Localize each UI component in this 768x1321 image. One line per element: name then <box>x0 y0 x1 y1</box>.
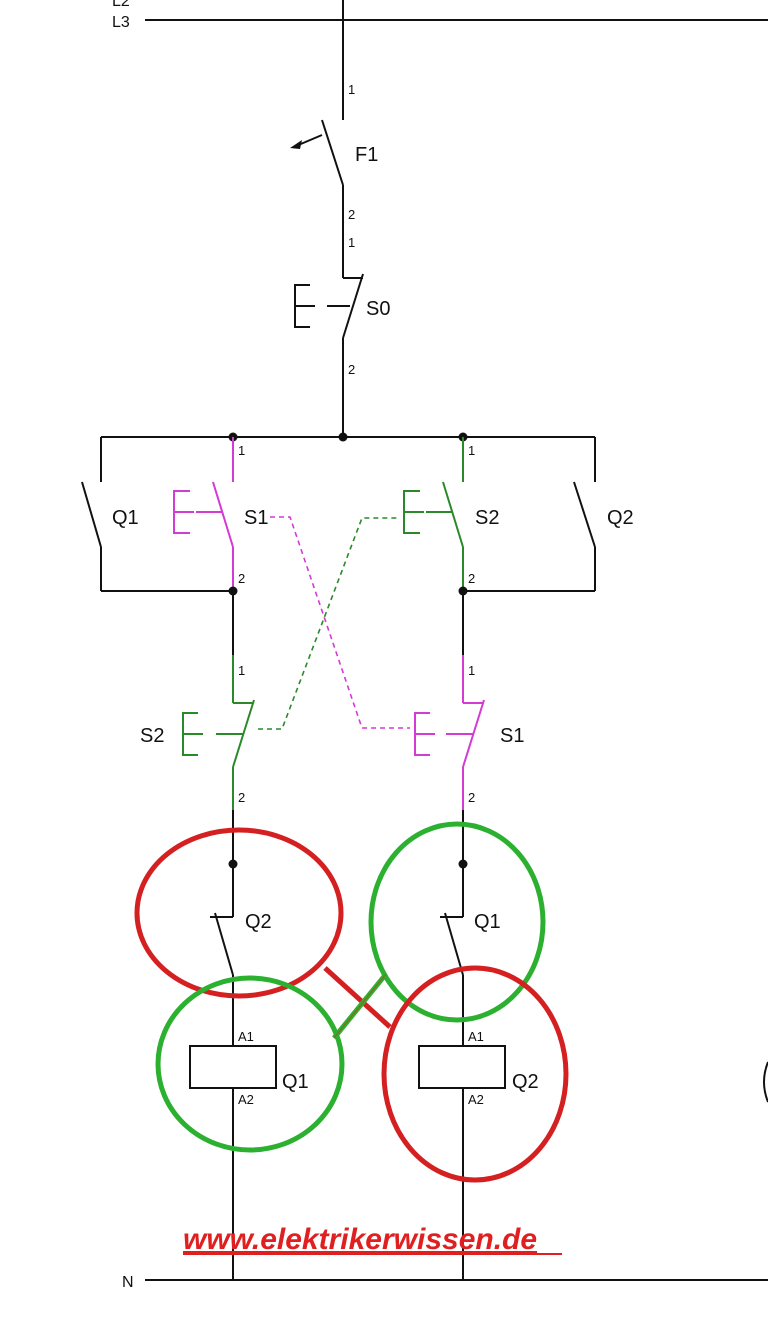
right-hold-contact-label: Q2 <box>607 507 634 529</box>
distribution-bus <box>101 432 595 442</box>
right-coil-q2: A1 A2 Q2 <box>418 1029 539 1280</box>
red-ring-connector <box>323 966 392 1029</box>
left-s1-pin-top: 1 <box>238 443 245 458</box>
left-hold-contact-label: Q1 <box>112 507 139 529</box>
highlight-ring-right-aux <box>368 821 546 1023</box>
right-aux-contact-label: Q1 <box>474 911 501 933</box>
highlight-ring-right-coil <box>381 965 569 1183</box>
left-aux-contact-label: Q2 <box>245 911 272 933</box>
right-aux-contact-q1: Q1 <box>440 810 501 1046</box>
edge-fragment <box>763 1061 768 1103</box>
right-hold-contact-q2: Q2 <box>463 437 634 592</box>
left-start-button-label: S1 <box>244 507 268 529</box>
right-s2-pin-top: 1 <box>468 443 475 458</box>
left-coil-a2: A2 <box>238 1092 254 1107</box>
right-start-button-label: S2 <box>475 507 499 529</box>
rail-l2-label: L2 <box>112 0 130 10</box>
right-s1-pin-bottom: 2 <box>468 790 475 805</box>
left-start-button-s1: 1 S1 2 <box>173 437 268 591</box>
rail-n: N <box>122 1274 768 1291</box>
left-interlock-button-s2: 1 S2 2 <box>140 591 255 810</box>
watermark-url: www.elektrikerwissen.de <box>183 1223 537 1256</box>
f1-label: F1 <box>355 144 378 166</box>
right-coil-label: Q2 <box>512 1071 539 1093</box>
rail-l3: L3 <box>112 14 768 31</box>
right-coil-a1: A1 <box>468 1029 484 1044</box>
right-s1-pin-top: 1 <box>468 663 475 678</box>
s2-mechanical-link <box>258 517 398 730</box>
right-start-button-s2: 1 S2 2 <box>403 437 499 591</box>
rail-l3-label: L3 <box>112 14 130 31</box>
s1-mechanical-link <box>270 516 410 729</box>
s0-label: S0 <box>366 298 390 320</box>
s0-pin-bottom: 2 <box>348 362 355 377</box>
rail-l2: L2 <box>112 0 130 10</box>
left-coil-a1: A1 <box>238 1029 254 1044</box>
s0-pin-top: 1 <box>348 235 355 250</box>
left-s1-pin-bottom: 2 <box>238 571 245 586</box>
right-s2-pin-bottom: 2 <box>468 571 475 586</box>
left-coil-q1: A1 A2 Q1 <box>189 1029 309 1280</box>
right-coil-a2: A2 <box>468 1092 484 1107</box>
left-s2-pin-bottom: 2 <box>238 790 245 805</box>
highlight-ring-left-aux <box>134 827 344 999</box>
f1-pin-top: 1 <box>348 82 355 97</box>
left-interlock-button-label: S2 <box>140 725 164 747</box>
left-aux-contact-q2: Q2 <box>210 810 272 1046</box>
right-interlock-button-label: S1 <box>500 725 524 747</box>
f1-pin-bottom: 2 <box>348 207 355 222</box>
highlight-ring-left-coil <box>155 975 345 1153</box>
rail-n-label: N <box>122 1274 134 1291</box>
f1-breaker: 1 F1 2 <box>290 82 378 222</box>
left-hold-contact-q1: Q1 <box>81 437 233 592</box>
connector-overlap-line <box>333 973 387 1039</box>
right-interlock-button-s1: 1 S1 2 <box>414 591 524 810</box>
left-s2-pin-top: 1 <box>238 663 245 678</box>
s0-stop-button: 1 S0 2 <box>294 235 390 377</box>
left-coil-label: Q1 <box>282 1071 309 1093</box>
